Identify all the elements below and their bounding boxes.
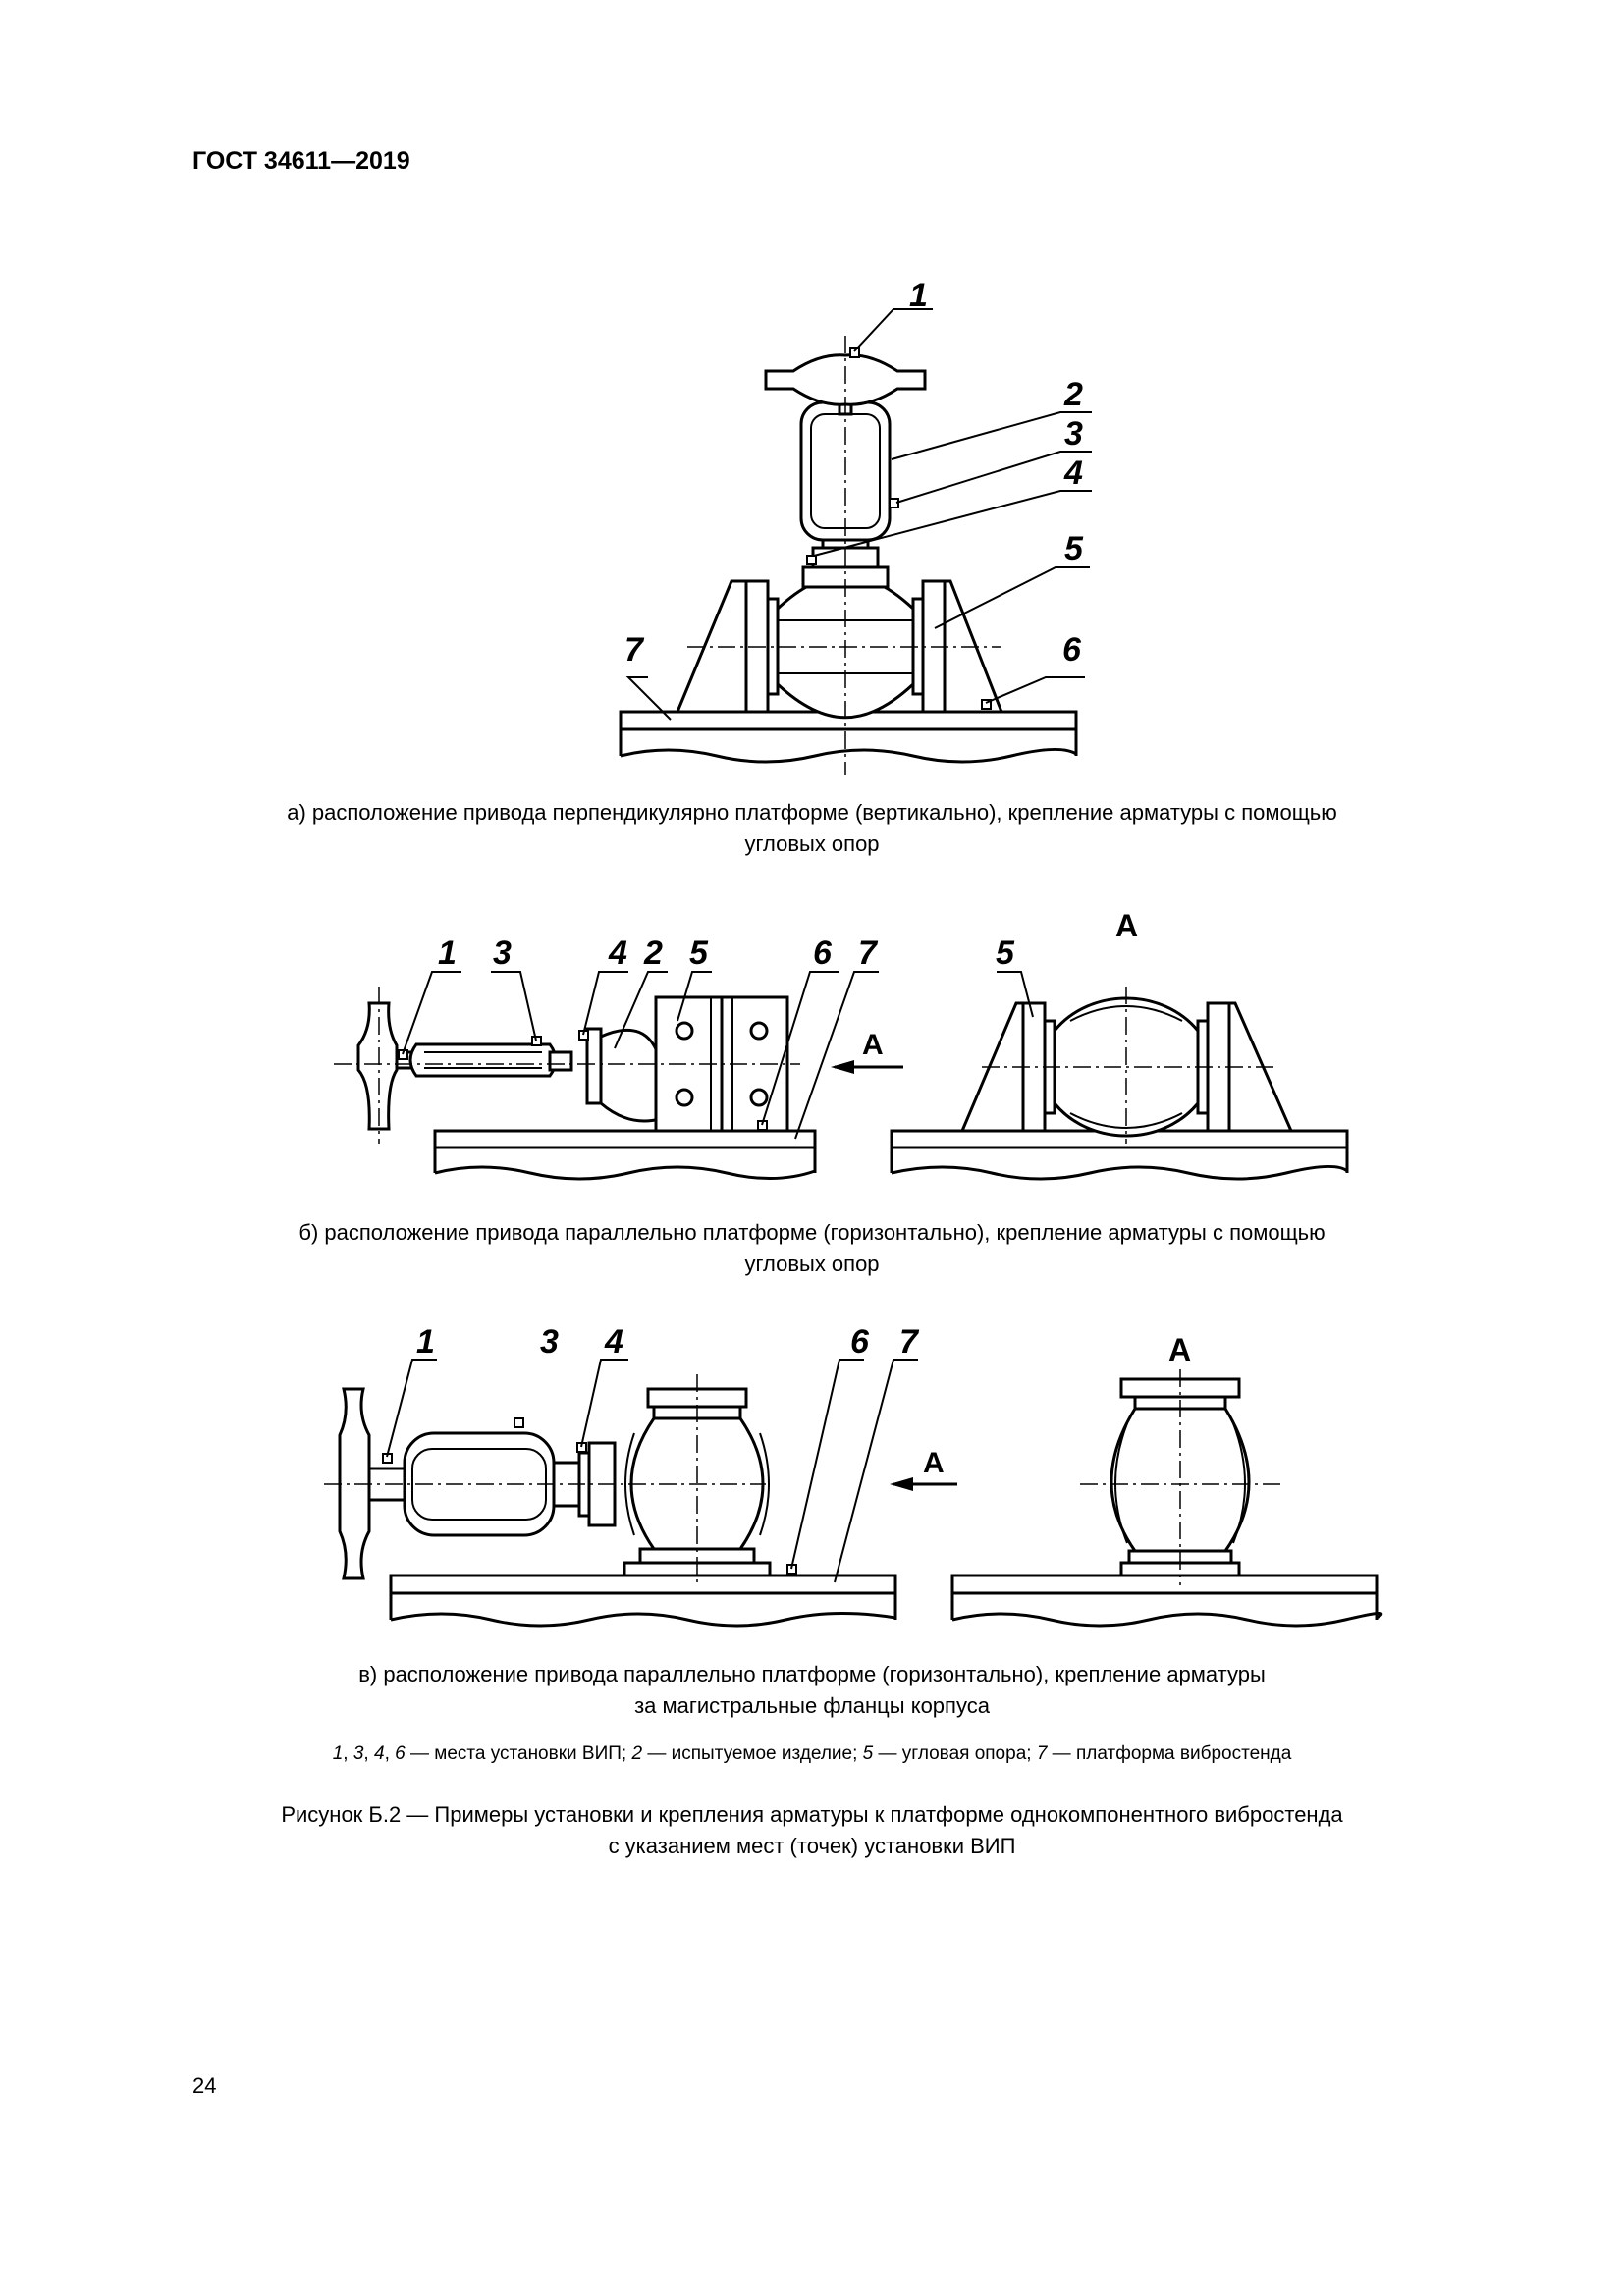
figure-a-drawing: 1 2 3 4 5 6 7 xyxy=(619,277,1092,775)
legend-num-3: 3 xyxy=(352,1743,364,1764)
fig-c-label-7: 7 xyxy=(899,1323,920,1361)
figure-a-caption: а) расположение привода перпендикулярно … xyxy=(0,797,1624,860)
fig-c-view-label: А xyxy=(1168,1332,1191,1367)
fig-a-label-3: 3 xyxy=(1064,415,1083,453)
legend-num-7: 7 xyxy=(1036,1743,1048,1764)
figure-b-caption-line1: б) расположение привода параллельно плат… xyxy=(298,1220,1326,1245)
legend-num-5: 5 xyxy=(862,1743,874,1764)
figure-b-caption-line2: угловых опор xyxy=(744,1252,880,1276)
legend-text-platform: — платформа вибростенда xyxy=(1047,1743,1292,1764)
figure-a-caption-line2: угловых опор xyxy=(744,831,880,856)
fig-a-label-2: 2 xyxy=(1063,376,1083,413)
fig-a-label-4: 4 xyxy=(1063,454,1083,492)
figure-title: Рисунок Б.2 — Примеры установки и крепле… xyxy=(0,1799,1624,1862)
fig-a-label-7: 7 xyxy=(624,631,645,668)
fig-a-label-5: 5 xyxy=(1064,530,1084,567)
legend-num-4: 4 xyxy=(373,1743,385,1764)
fig-a-label-6: 6 xyxy=(1062,631,1082,668)
figure-title-line2: с указанием мест (точек) установки ВИП xyxy=(608,1834,1016,1858)
page-number: 24 xyxy=(192,2073,217,2098)
legend-text-support: — угловая опора; xyxy=(873,1743,1037,1764)
fig-b-label-6: 6 xyxy=(813,934,833,972)
document-header: ГОСТ 34611—2019 xyxy=(192,147,410,175)
figure-c-caption-line1: в) расположение привода параллельно плат… xyxy=(358,1662,1266,1686)
fig-b-right-label-5: 5 xyxy=(996,934,1015,972)
fig-b-arrow-label: А xyxy=(862,1029,884,1061)
figure-b-caption: б) расположение привода параллельно плат… xyxy=(0,1217,1624,1280)
legend-num-2: 2 xyxy=(631,1743,643,1764)
figure-c-caption-line2: за магистральные фланцы корпуса xyxy=(634,1693,990,1718)
figure-a-caption-line1: а) расположение привода перпендикулярно … xyxy=(287,800,1337,825)
figure-title-line1: Рисунок Б.2 — Примеры установки и крепле… xyxy=(281,1802,1343,1827)
fig-c-label-3: 3 xyxy=(540,1323,559,1361)
fig-b-label-1: 1 xyxy=(438,934,457,972)
fig-c-label-4: 4 xyxy=(604,1323,623,1361)
legend-num-6: 6 xyxy=(395,1743,406,1764)
figure-c-caption: в) расположение привода параллельно плат… xyxy=(0,1659,1624,1722)
fig-c-label-6: 6 xyxy=(850,1323,870,1361)
legend-num-1: 1 xyxy=(332,1743,344,1764)
legend-sep-3: , xyxy=(384,1743,396,1764)
fig-a-label-1: 1 xyxy=(909,277,928,314)
fig-b-label-4: 4 xyxy=(608,934,627,972)
legend-sep-1: , xyxy=(343,1743,353,1764)
fig-b-label-2: 2 xyxy=(643,934,663,972)
legend-text-sensors: — места установки ВИП; xyxy=(405,1743,632,1764)
fig-b-label-3: 3 xyxy=(493,934,512,972)
figure-legend: 1, 3, 4, 6 — места установки ВИП; 2 — ис… xyxy=(0,1743,1624,1765)
figure-c-drawing: А 1 3 4 6 7 А xyxy=(324,1323,1383,1628)
fig-b-label-5: 5 xyxy=(689,934,709,972)
fig-b-view-label: А xyxy=(1115,908,1138,943)
fig-c-label-1: 1 xyxy=(416,1323,435,1361)
fig-b-label-7: 7 xyxy=(858,934,879,972)
legend-text-item: — испытуемое изделие; xyxy=(642,1743,863,1764)
figure-b-drawing: А 1 3 4 2 5 6 7 А 5 xyxy=(334,908,1349,1181)
legend-sep-2: , xyxy=(363,1743,374,1764)
fig-c-arrow-label: А xyxy=(923,1447,945,1479)
